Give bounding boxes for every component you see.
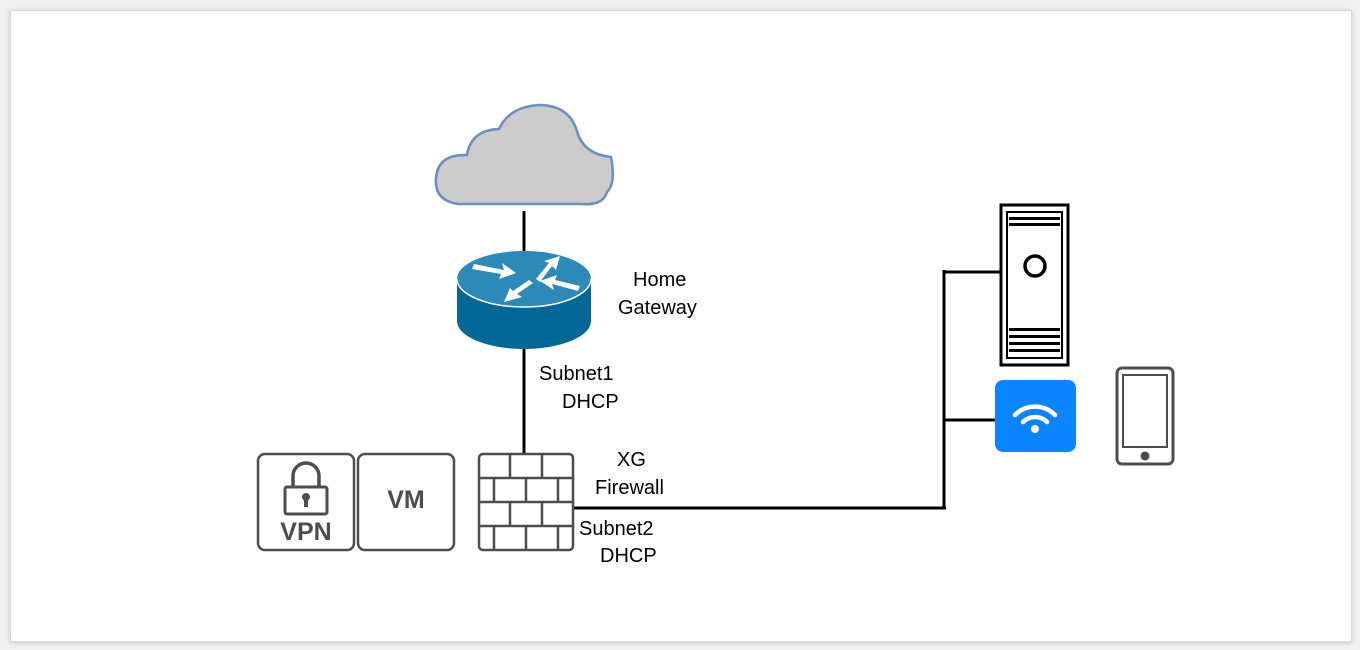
connectors [522,211,1001,510]
vpn-tile: VPN [256,452,356,552]
cloud-icon [434,103,615,206]
subnet2-label: Subnet2 [579,518,654,540]
vm-tile: VM [356,452,456,552]
lock-icon [283,461,329,516]
firewall-icon [477,452,575,552]
vm-label: VM [387,486,425,514]
phone-icon [1115,366,1175,466]
router-icon [456,251,592,349]
firewall-label-line2: Firewall [595,477,664,499]
subnet1-dhcp-label: DHCP [562,391,619,413]
gateway-label-line2: Gateway [618,297,697,319]
diagram-canvas: Home Gateway Subnet1 DHCP XG Firewall Su… [10,10,1352,642]
subnet2-dhcp-label: DHCP [600,545,657,567]
network-diagram: Home Gateway Subnet1 DHCP XG Firewall Su… [256,103,1175,567]
vpn-label: VPN [280,518,331,546]
firewall-label-line1: XG [617,449,646,471]
wifi-icon [995,380,1076,452]
subnet1-label: Subnet1 [539,363,614,385]
gateway-label-line1: Home [633,269,686,291]
server-icon [999,203,1070,367]
